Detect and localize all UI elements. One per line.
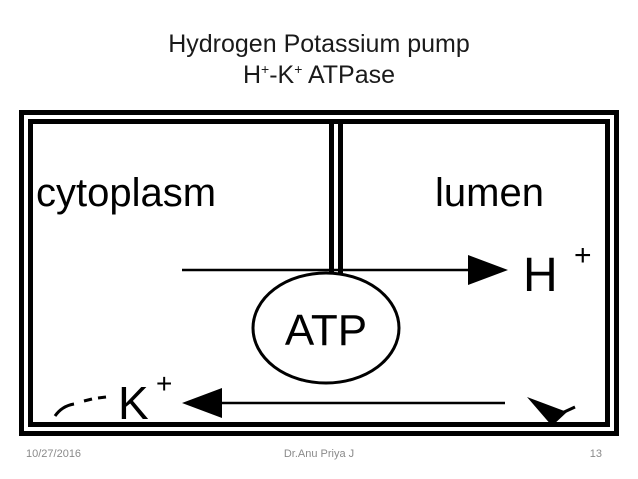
k-ion-charge: + <box>156 368 172 399</box>
k-ion-symbol: K <box>118 377 149 429</box>
h-ion-symbol: H <box>523 249 558 302</box>
title-k-charge: + <box>294 61 303 77</box>
h-ion-charge: + <box>574 239 592 272</box>
atp-enzyme-ellipse <box>251 271 401 385</box>
k-ion-entry-dash-1 <box>83 397 93 403</box>
membrane-line-right <box>338 119 343 287</box>
h-ion-arrow-head <box>468 255 508 285</box>
k-ion-entry-curve <box>53 402 75 417</box>
k-ion-incoming-dash <box>561 405 576 415</box>
atp-label: ATP <box>285 306 367 355</box>
cytoplasm-label: cytoplasm <box>36 171 216 215</box>
k-ion-incoming-arrow-head <box>527 397 567 426</box>
footer-page-number: 13 <box>589 448 602 460</box>
title-h-charge: + <box>261 61 270 77</box>
lumen-label: lumen <box>435 171 544 215</box>
footer-date: 10/27/2016 <box>26 448 82 460</box>
membrane-line-left <box>329 119 334 287</box>
k-ion-entry-dash-2 <box>97 395 107 400</box>
slide-title-line-2: H+-K+ ATPase <box>0 60 638 90</box>
k-ion-arrow-head <box>182 388 222 418</box>
title-h-symbol: H <box>242 61 262 89</box>
title-atpase-text: ATPase <box>302 61 396 89</box>
title-k-symbol: -K <box>269 61 295 89</box>
footer-author: Dr.Anu Priya J <box>283 448 355 460</box>
slide-title-line-1: Hydrogen Potassium pump <box>168 30 470 58</box>
